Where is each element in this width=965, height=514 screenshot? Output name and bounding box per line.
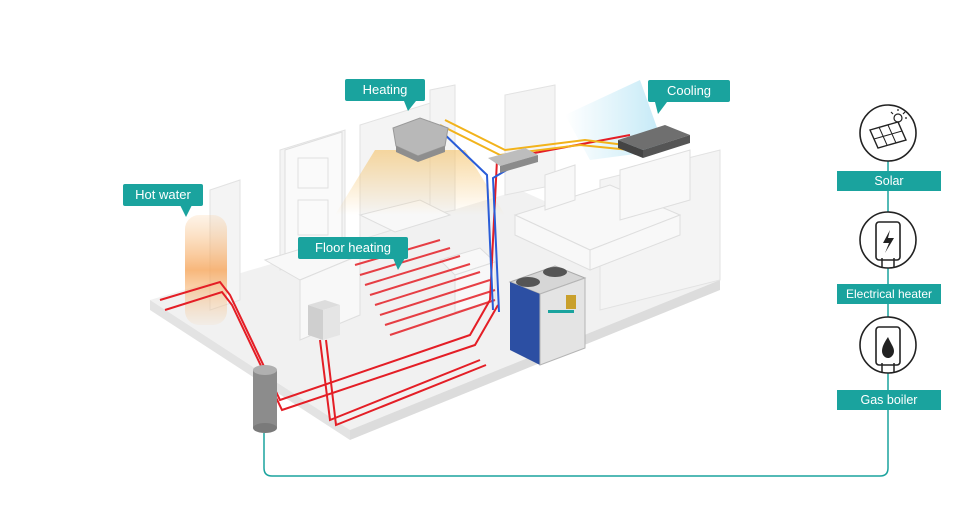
energy-source-connection-line — [263, 410, 889, 477]
gas-boiler-label: Gas boiler — [837, 390, 941, 410]
gas-boiler-icon-group — [859, 316, 917, 374]
cooling-label: Cooling — [648, 80, 730, 102]
cooling-callout-pointer — [655, 102, 667, 114]
ducted-cooling-unit — [618, 125, 690, 158]
floor-heating-label: Floor heating — [298, 237, 408, 259]
outdoor-heat-pump — [508, 265, 587, 366]
hot-water-glow — [185, 215, 227, 325]
branch-box — [488, 148, 538, 173]
floor-heating-callout-pointer — [393, 258, 405, 270]
hot-water-label: Hot water — [123, 184, 203, 206]
solar-label: Solar — [837, 171, 941, 191]
solar-panel-icon — [859, 104, 917, 162]
electrical-heater-label: Electrical heater — [837, 284, 941, 304]
flame-icon — [882, 337, 894, 358]
heating-label: Heating — [345, 79, 425, 101]
heating-airflow — [335, 150, 505, 215]
hot-water-tank — [253, 365, 277, 433]
hot-water-callout-pointer — [180, 205, 192, 217]
electrical-heater-icon-group — [859, 211, 917, 269]
indoor-wall-unit — [308, 300, 340, 340]
ceiling-cassette-unit — [392, 117, 449, 162]
gas-pipes — [439, 119, 631, 157]
lightning-icon — [883, 230, 894, 253]
hot-water-pipes — [159, 134, 631, 427]
heating-callout-pointer — [404, 101, 416, 111]
solar-icon-group — [859, 104, 917, 162]
